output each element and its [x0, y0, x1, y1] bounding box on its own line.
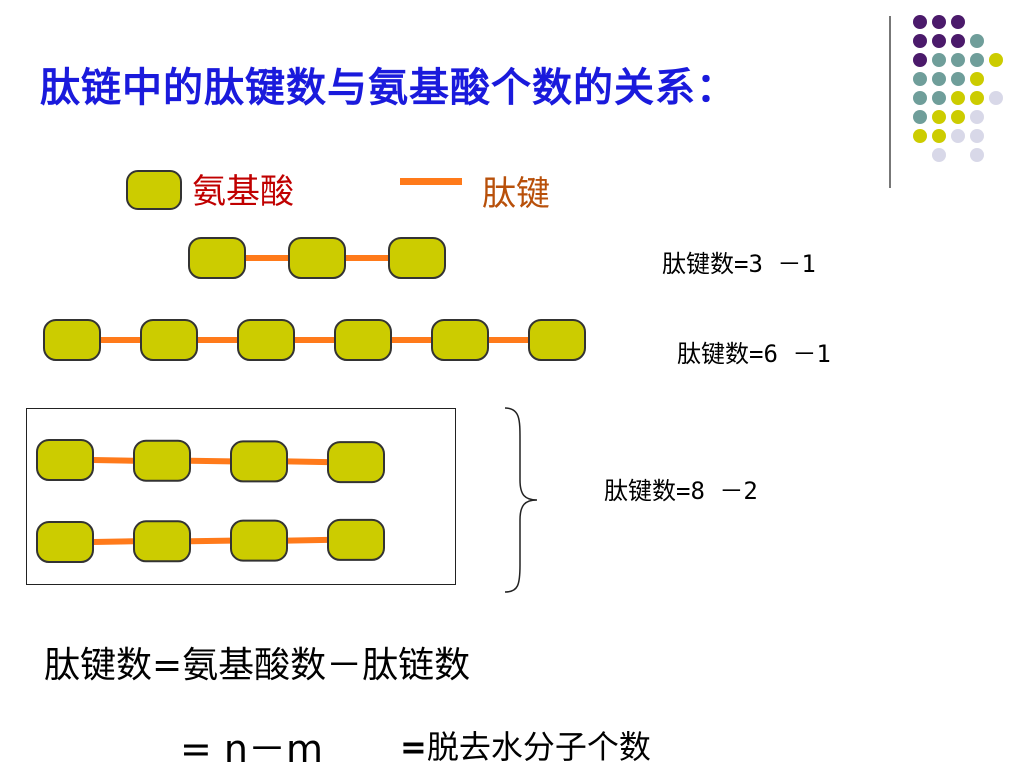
decorative-dot	[951, 53, 965, 67]
peptide-bond	[286, 536, 329, 544]
decorative-dot	[989, 53, 1003, 67]
decorative-dot	[932, 72, 946, 86]
slide-title: 肽链中的肽键数与氨基酸个数的关系：	[40, 65, 737, 111]
decorative-dot	[913, 91, 927, 105]
decorative-dot	[970, 34, 984, 48]
decorative-dot	[970, 91, 984, 105]
formula-line-1: 肽键数=氨基酸数－肽链数	[44, 645, 471, 686]
decorative-dot	[970, 110, 984, 124]
amino-acid-bead	[230, 440, 288, 483]
amino-acid-bead	[43, 319, 101, 361]
legend-amino-acid-label: 氨基酸	[192, 172, 294, 212]
amino-acid-bead	[288, 237, 346, 279]
amino-acid-bead	[327, 441, 385, 484]
decorative-dot	[913, 110, 927, 124]
decorative-dot	[951, 34, 965, 48]
example2-label: 肽键数=6 －1	[677, 340, 831, 368]
decorative-dot	[951, 72, 965, 86]
decorative-dot	[913, 34, 927, 48]
formula-line-3-text: 脱去水分子个数	[426, 728, 651, 766]
amino-acid-bead	[528, 319, 586, 361]
example1-label: 肽键数=3 －1	[662, 250, 816, 278]
decorative-dot	[970, 72, 984, 86]
amino-acid-bead	[237, 319, 295, 361]
decorative-dot	[970, 148, 984, 162]
decorative-dot	[932, 53, 946, 67]
formula-line-3: =脱去水分子个数	[400, 722, 651, 768]
divider-line	[889, 16, 891, 188]
peptide-bond	[189, 537, 232, 545]
example3-label: 肽键数=8 －2	[604, 477, 758, 505]
amino-acid-bead	[230, 519, 288, 562]
amino-acid-bead	[140, 319, 198, 361]
decorative-dot	[951, 110, 965, 124]
legend-amino-acid-bead	[126, 170, 182, 210]
decorative-dot	[932, 148, 946, 162]
peptide-bond	[92, 457, 135, 464]
decorative-dot	[932, 15, 946, 29]
curly-brace	[504, 407, 538, 593]
peptide-bond	[286, 458, 329, 466]
decorative-dot	[951, 15, 965, 29]
decorative-dot	[932, 129, 946, 143]
amino-acid-bead	[388, 237, 446, 279]
peptide-bond	[92, 538, 135, 545]
decorative-dot	[913, 129, 927, 143]
amino-acid-bead	[327, 518, 385, 561]
decorative-dot	[951, 91, 965, 105]
amino-acid-bead	[36, 521, 94, 563]
decorative-dot	[970, 129, 984, 143]
decorative-dot	[989, 91, 1003, 105]
amino-acid-bead	[188, 237, 246, 279]
amino-acid-bead	[36, 439, 94, 481]
decorative-dot	[913, 53, 927, 67]
amino-acid-bead	[334, 319, 392, 361]
two-chain-box	[26, 408, 456, 585]
decorative-dot-grid	[913, 15, 1003, 162]
formula-line-2: = n－m	[180, 727, 324, 771]
decorative-dot	[913, 72, 927, 86]
decorative-dot	[913, 15, 927, 29]
amino-acid-bead	[133, 520, 191, 563]
decorative-dot	[932, 110, 946, 124]
decorative-dot	[932, 34, 946, 48]
formula-line-3-eq: =	[400, 728, 427, 766]
decorative-dot	[932, 91, 946, 105]
decorative-dot	[970, 53, 984, 67]
legend-peptide-bond-label: 肽键	[482, 174, 550, 214]
decorative-dot	[951, 129, 965, 143]
amino-acid-bead	[431, 319, 489, 361]
peptide-bond	[189, 457, 232, 465]
amino-acid-bead	[133, 439, 191, 482]
legend-peptide-bond-line	[400, 178, 462, 185]
